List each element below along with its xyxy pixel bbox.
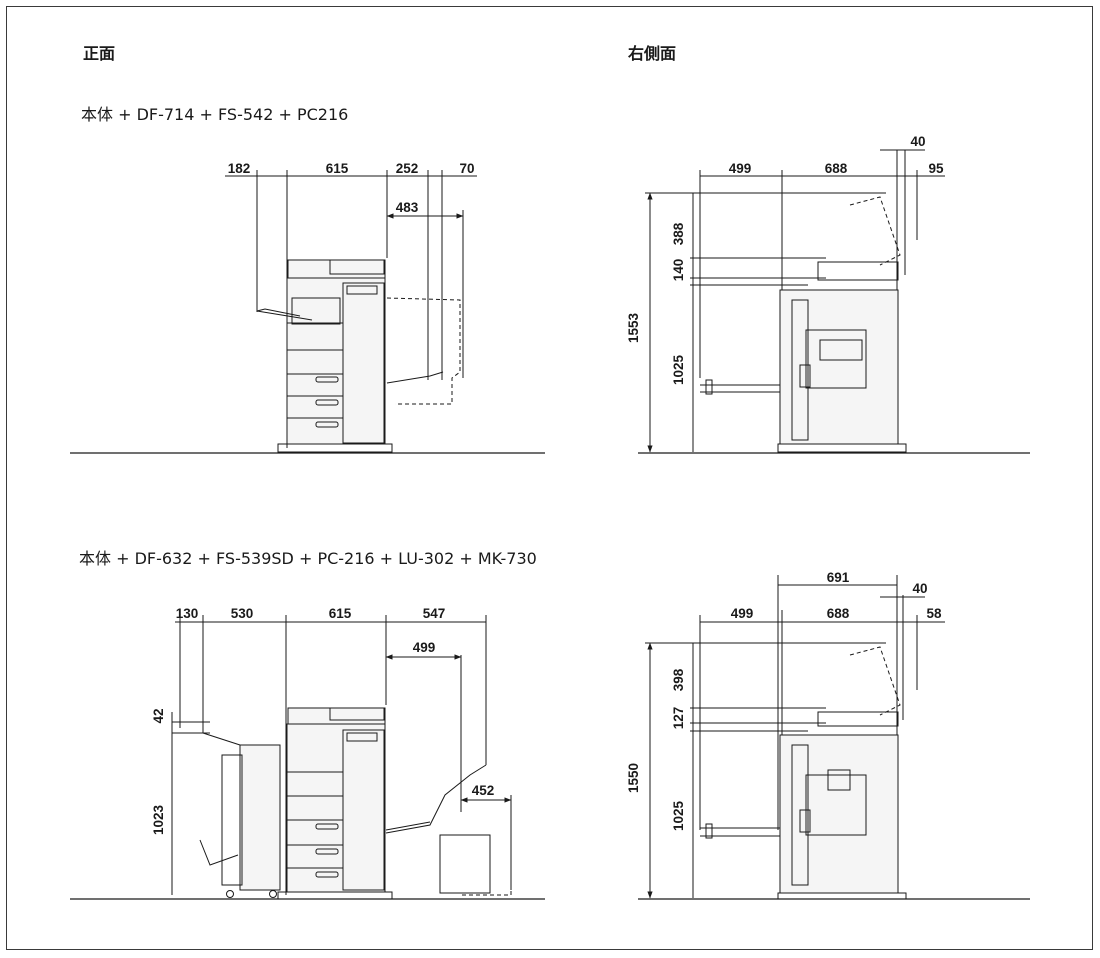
side-view-heading: 右側面 bbox=[628, 44, 677, 63]
dim-691: 691 bbox=[827, 570, 850, 585]
dim-398: 398 bbox=[671, 668, 686, 691]
dim-688-b: 688 bbox=[827, 606, 850, 621]
dim-530: 530 bbox=[231, 606, 254, 621]
dim-499-b: 499 bbox=[413, 640, 436, 655]
dim-40: 40 bbox=[910, 134, 925, 149]
dim-182: 182 bbox=[228, 161, 251, 176]
dim-140: 140 bbox=[671, 259, 686, 282]
dim-1025: 1025 bbox=[671, 354, 686, 385]
dim-1550: 1550 bbox=[626, 763, 641, 793]
config-label-top: 本体 + DF-714 + FS-542 + PC216 bbox=[81, 105, 349, 124]
dim-70: 70 bbox=[459, 161, 474, 176]
dim-42: 42 bbox=[151, 708, 166, 723]
dim-40-b: 40 bbox=[912, 581, 927, 596]
dim-1553: 1553 bbox=[626, 312, 641, 343]
bottom-front-view bbox=[70, 615, 545, 900]
dim-615: 615 bbox=[326, 161, 349, 176]
dim-547: 547 bbox=[423, 606, 446, 621]
dim-615-b: 615 bbox=[329, 606, 352, 621]
top-side-view bbox=[638, 149, 1030, 454]
dim-252: 252 bbox=[396, 161, 419, 176]
dim-483: 483 bbox=[396, 200, 419, 215]
front-view-heading: 正面 bbox=[83, 44, 116, 63]
dim-688: 688 bbox=[825, 161, 848, 176]
dim-388: 388 bbox=[671, 222, 686, 245]
config-label-bottom: 本体 + DF-632 + FS-539SD + PC-216 + LU-302… bbox=[79, 549, 537, 568]
dim-95: 95 bbox=[928, 161, 944, 176]
dim-127: 127 bbox=[671, 707, 686, 730]
bottom-side-view bbox=[638, 575, 1030, 900]
top-front-view bbox=[70, 170, 545, 454]
dim-1025-b: 1025 bbox=[671, 800, 686, 831]
dim-130: 130 bbox=[176, 606, 199, 621]
dim-452: 452 bbox=[472, 783, 495, 798]
dim-499: 499 bbox=[729, 161, 752, 176]
dim-1023: 1023 bbox=[151, 804, 166, 835]
dim-58: 58 bbox=[926, 606, 942, 621]
dim-499-c: 499 bbox=[731, 606, 754, 621]
figure-frame bbox=[6, 6, 1093, 950]
